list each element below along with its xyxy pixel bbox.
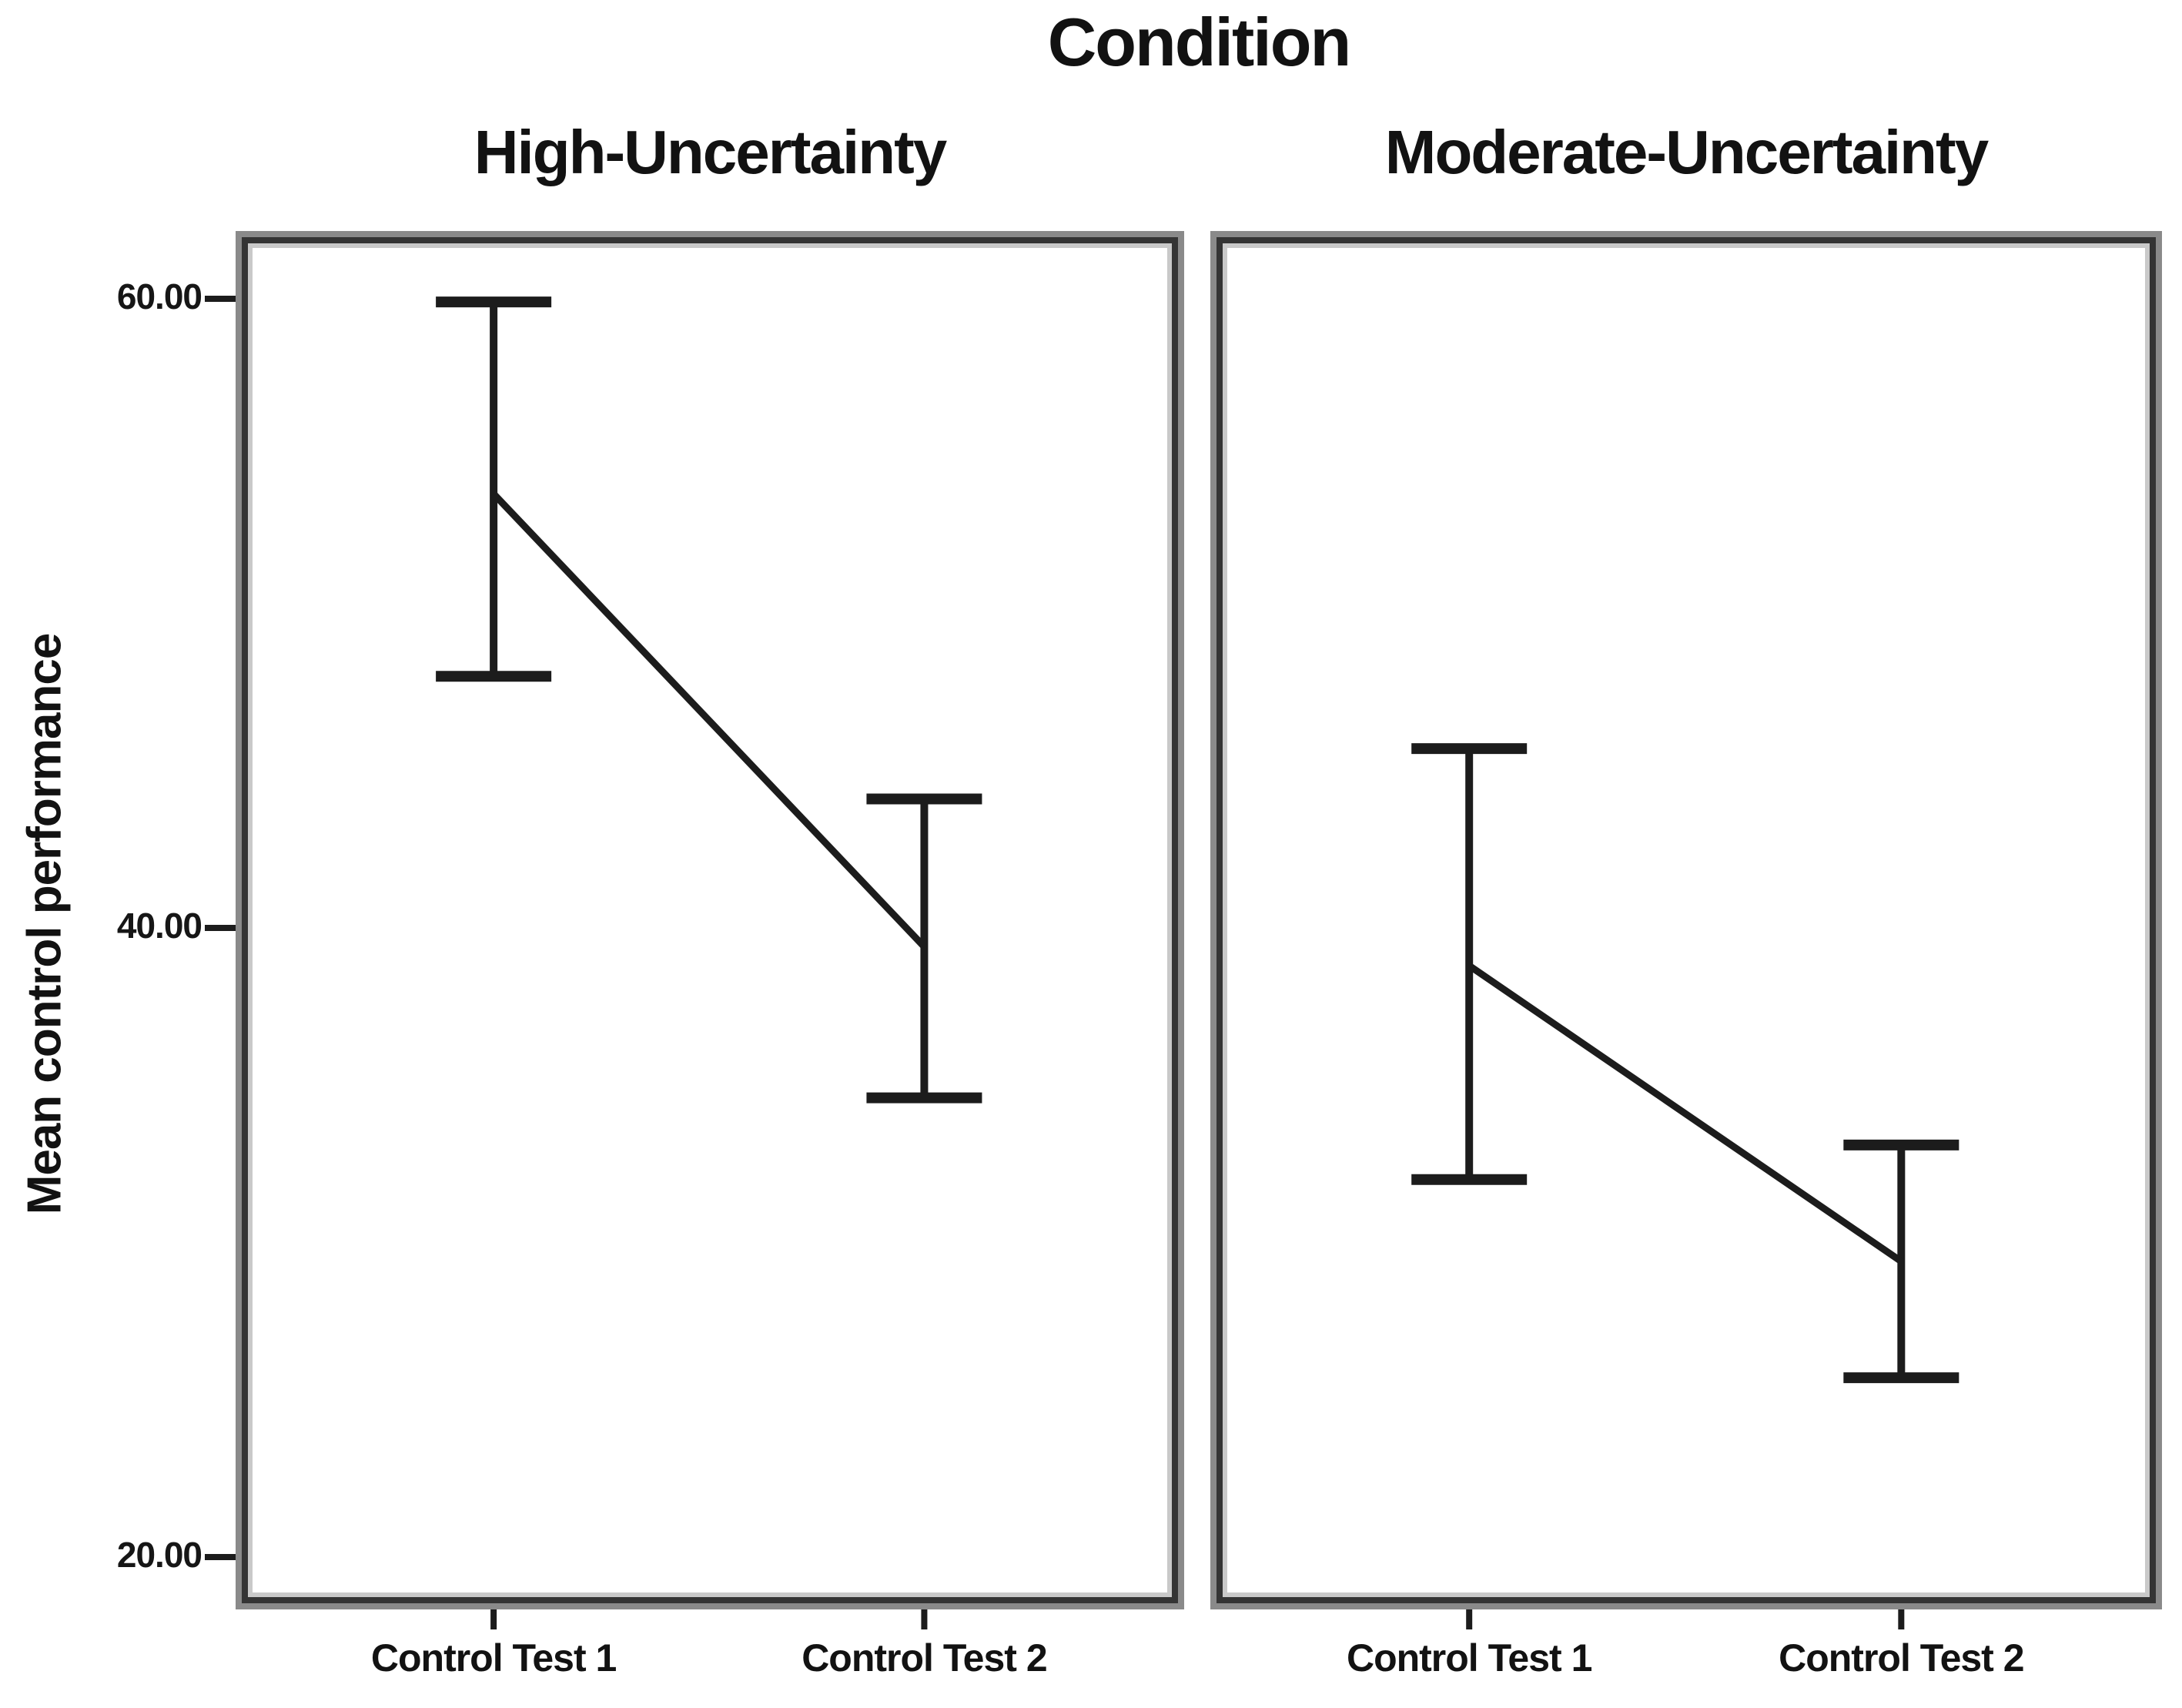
y-axis-tick-label: 40.00 bbox=[116, 906, 202, 946]
panel-header-high-uncertainty: High-Uncertainty bbox=[474, 118, 948, 186]
panel-frame-main bbox=[1216, 237, 2156, 1603]
mean-line bbox=[490, 491, 927, 949]
x-axis-label-left-1: Control Test 1 bbox=[370, 1636, 617, 1680]
panel-frame-outer bbox=[1210, 231, 2162, 1609]
panel-header-moderate-uncertainty: Moderate-Uncertainty bbox=[1384, 118, 1989, 186]
x-axis-label-right-1: Control Test 1 bbox=[1346, 1636, 1592, 1680]
y-axis-tick-label: 20.00 bbox=[116, 1535, 202, 1575]
y-axis-tick-label: 60.00 bbox=[116, 276, 202, 316]
panel-frame-main bbox=[242, 237, 1178, 1603]
x-axis-label-right-2: Control Test 2 bbox=[1779, 1636, 2024, 1680]
facet-variable-title: Condition bbox=[1047, 4, 1352, 80]
panel-frame-inner bbox=[248, 243, 1172, 1597]
panel-frame-outer bbox=[236, 231, 1184, 1609]
panel-frame-inner bbox=[1223, 243, 2150, 1597]
x-axis-label-left-2: Control Test 2 bbox=[802, 1636, 1047, 1680]
mean-line bbox=[1467, 963, 1903, 1264]
